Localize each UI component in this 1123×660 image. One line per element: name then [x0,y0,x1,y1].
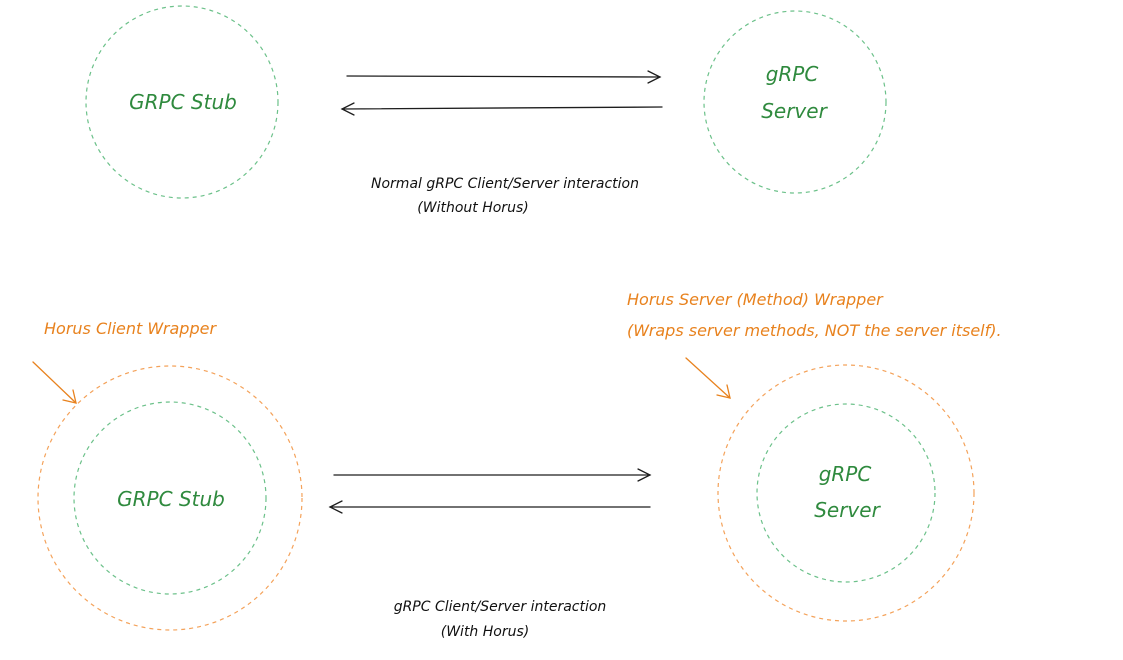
top-server-label-line1: gRPC [766,62,819,86]
top-client-label: GRPC Stub [129,90,237,114]
horus-client-wrapper-label: Horus Client Wrapper [44,319,217,338]
bottom-client-label: GRPC Stub [117,487,225,511]
top-caption-line1: Normal gRPC Client/Server interaction [371,176,639,192]
top-client-circle [85,5,279,199]
horus-client-wrapper-circle [37,365,303,631]
top-server-circle [703,10,887,194]
client-wrapper-pointer-arrow [32,361,77,404]
horus-server-wrapper-label-line1: Horus Server (Method) Wrapper [627,290,884,309]
top-server-label-line2: Server [761,99,828,123]
bottom-server-label-line2: Server [814,498,881,522]
top-caption-line2: (Without Horus) [417,200,528,216]
bottom-server-label-line1: gRPC [819,462,872,486]
bottom-caption-line1: gRPC Client/Server interaction [394,599,607,615]
bottom-response-arrow [328,500,651,514]
bottom-caption-line2: (With Horus) [441,624,529,640]
top-section: GRPC Stub gRPC Server Normal gRPC Client… [85,5,887,216]
bottom-section: Horus Client Wrapper Horus Server (Metho… [32,290,1002,640]
top-response-arrow [340,102,663,116]
horus-server-wrapper-circle [717,364,975,622]
bottom-client-circle [73,401,267,595]
horus-server-wrapper-label-line2: (Wraps server methods, NOT the server it… [627,321,1002,340]
top-request-arrow [346,70,662,84]
bottom-request-arrow [333,468,652,482]
server-wrapper-pointer-arrow [685,357,731,399]
bottom-server-circle [756,403,936,583]
